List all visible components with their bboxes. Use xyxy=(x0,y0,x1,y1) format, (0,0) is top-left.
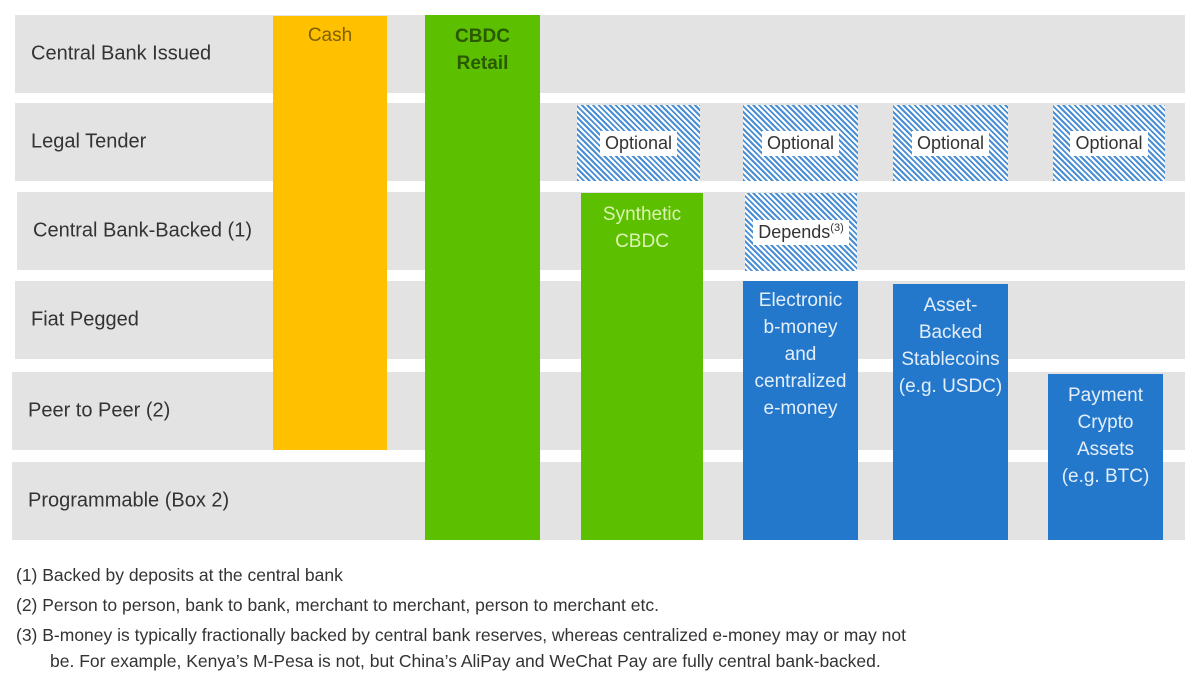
optional-box-stablecoins: Optional xyxy=(893,105,1008,181)
row-label: Central Bank-Backed (1) xyxy=(33,219,252,242)
optional-label: Optional xyxy=(1070,130,1148,156)
depends-footnote-ref: (3) xyxy=(830,221,844,234)
row-label: Legal Tender xyxy=(31,130,147,153)
column-payment-crypto-assets: Payment Crypto Assets (e.g. BTC) xyxy=(1048,374,1163,540)
column-electronic-money: Electronic b-money and centralized e-mon… xyxy=(743,281,858,540)
column-cbdc-retail: CBDC Retail xyxy=(425,15,540,540)
column-label: Stablecoins xyxy=(901,349,1000,370)
row-central-bank-issued: Central Bank Issued xyxy=(15,15,1185,93)
column-label: CBDC xyxy=(455,26,510,47)
column-cash: Cash xyxy=(273,16,387,450)
column-label: e-money xyxy=(763,398,838,419)
column-label: Asset- xyxy=(923,295,978,316)
footnote-3: (3) B-money is typically fractionally ba… xyxy=(16,625,906,645)
footnote-1: (1) Backed by deposits at the central ba… xyxy=(16,565,343,585)
row-label: Programmable (Box 2) xyxy=(28,489,230,512)
row-label: Central Bank Issued xyxy=(31,42,212,65)
column-label: Backed xyxy=(918,322,983,343)
optional-box-crypto: Optional xyxy=(1053,105,1165,181)
column-label: Payment xyxy=(1068,385,1143,406)
column-label: CBDC xyxy=(615,231,669,252)
depends-label: Depends(3) xyxy=(753,219,849,245)
column-label: (e.g. BTC) xyxy=(1061,466,1150,487)
row-label: Peer to Peer (2) xyxy=(28,399,171,422)
row-label: Fiat Pegged xyxy=(31,308,139,331)
column-asset-backed-stablecoins: Asset- Backed Stablecoins (e.g. USDC) xyxy=(893,284,1008,540)
column-synthetic-cbdc: Synthetic CBDC xyxy=(581,193,703,540)
column-label: b-money xyxy=(763,317,838,338)
depends-text: Depends xyxy=(758,221,831,242)
footnote-3-continued: be. For example, Kenya’s M-Pesa is not, … xyxy=(16,651,881,671)
depends-box: Depends(3) xyxy=(745,193,857,271)
column-label: and xyxy=(784,344,817,365)
column-label: Crypto xyxy=(1077,412,1134,433)
footnote-2: (2) Person to person, bank to bank, merc… xyxy=(16,595,659,615)
column-label: Assets xyxy=(1076,439,1135,460)
column-label: Synthetic xyxy=(602,204,682,225)
column-label: centralized xyxy=(754,371,847,392)
optional-box-synthetic: Optional xyxy=(577,105,700,181)
column-label: Cash xyxy=(307,25,353,46)
optional-label: Optional xyxy=(911,130,990,156)
optional-box-electronic: Optional xyxy=(743,105,858,181)
column-label: Retail xyxy=(456,53,509,74)
optional-label: Optional xyxy=(761,130,840,156)
column-label: (e.g. USDC) xyxy=(898,376,1003,397)
column-label: Electronic xyxy=(758,290,843,311)
optional-label: Optional xyxy=(599,130,678,156)
